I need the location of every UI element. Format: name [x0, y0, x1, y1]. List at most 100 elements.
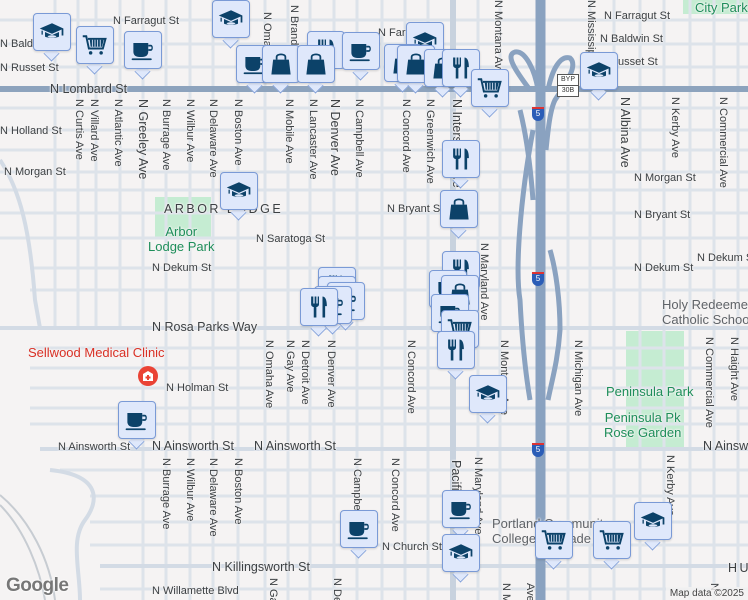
street-label: N Baldwin St — [600, 33, 663, 45]
street-label: N Ainsw — [703, 439, 748, 453]
street-label: N Denver — [331, 578, 343, 600]
marker-box — [124, 31, 162, 69]
shopping-marker[interactable] — [262, 45, 300, 94]
street-label: N Ainsworth St — [152, 439, 234, 453]
street-label: Pacific — [449, 460, 463, 497]
street-label: N Willamette Blvd — [152, 585, 239, 597]
grocery-marker[interactable] — [593, 521, 631, 570]
street-label: N Greeley Ave — [136, 99, 150, 180]
us-route-shield-icon: 30B — [557, 85, 579, 97]
street-label: N Wilbur Ave — [184, 458, 196, 522]
interstate-shield-icon: 5 — [532, 272, 544, 286]
grocery-marker[interactable] — [76, 26, 114, 75]
shopping-marker[interactable] — [297, 45, 335, 94]
school-icon — [448, 544, 473, 559]
street-label: N Concord Ave — [389, 458, 401, 532]
street-label: N Burrage Ave — [160, 99, 172, 171]
cafe-icon — [347, 522, 369, 540]
school-icon — [218, 10, 243, 25]
street-label: N Killingsworth St — [212, 560, 310, 574]
neighborhood-label: HU — [728, 561, 748, 575]
shopping-icon — [306, 53, 326, 75]
street-label: N Albina Ave — [618, 97, 632, 168]
grocery-icon — [599, 530, 624, 550]
school-marker[interactable] — [634, 502, 672, 551]
grocery-marker[interactable] — [471, 69, 509, 118]
park-label: City Park — [695, 0, 748, 15]
street-label: N Russet St — [0, 62, 59, 74]
cafe-icon — [131, 43, 153, 61]
school-marker[interactable] — [220, 172, 258, 221]
street-label: N Ma — [500, 583, 512, 600]
street-label: N Concord Ave — [400, 99, 412, 173]
street-label: Ave — [524, 583, 536, 600]
hospital-icon — [138, 366, 158, 386]
street-label: N Delaware Ave — [207, 99, 219, 178]
grocery-icon — [541, 530, 566, 550]
cafe-marker[interactable] — [342, 32, 380, 81]
street-label: N Commercial Ave — [717, 97, 729, 188]
street-label: N Villard Ave — [88, 99, 100, 162]
street-label: N Bryant St — [387, 203, 444, 215]
street-label: N Lombard St — [50, 82, 128, 96]
cafe-marker[interactable] — [442, 490, 480, 539]
school-marker[interactable] — [580, 52, 618, 101]
street-label: N Omaha Ave — [263, 340, 275, 409]
street-label: N — [708, 583, 720, 591]
street-label: N Dekum St — [634, 262, 694, 274]
street-label: N Campbell Ave — [353, 99, 365, 178]
restaurant-marker[interactable] — [300, 288, 338, 337]
street-label: N Morgan St — [634, 172, 696, 184]
marker-box — [580, 52, 618, 90]
marker-box — [342, 32, 380, 70]
marker-box — [471, 69, 509, 107]
street-label: N Commercial Ave — [703, 337, 715, 428]
shopping-icon — [271, 53, 291, 75]
street-label: N Curtis Ave — [73, 99, 85, 160]
shopping-icon — [449, 198, 469, 220]
street-label: N Lancaster Ave — [307, 99, 319, 180]
marker-box — [442, 490, 480, 528]
cafe-marker[interactable] — [118, 401, 156, 450]
restaurant-icon — [448, 339, 464, 361]
park-label: Arbor Lodge Park — [148, 224, 215, 254]
school-icon — [475, 385, 500, 400]
shopping-marker[interactable] — [440, 190, 478, 239]
street-label: N Dekum St — [152, 262, 212, 274]
cafe-marker[interactable] — [340, 510, 378, 559]
marker-box — [634, 502, 672, 540]
restaurant-marker[interactable] — [437, 331, 475, 380]
street-label: N Burrage Ave — [160, 458, 172, 530]
street-label: N Dekum S — [697, 252, 748, 264]
marker-box — [440, 190, 478, 228]
marker-box — [340, 510, 378, 548]
grocery-marker[interactable] — [535, 521, 573, 570]
marker-box — [593, 521, 631, 559]
school-marker[interactable] — [212, 0, 250, 49]
school-marker[interactable] — [33, 13, 71, 62]
street-label: N Ainsworth St — [58, 441, 131, 453]
hospital-marker[interactable] — [138, 366, 158, 390]
restaurant-marker[interactable] — [442, 140, 480, 189]
school-marker[interactable] — [442, 534, 480, 583]
street-label: usset St — [618, 56, 658, 68]
school-icon — [226, 182, 251, 197]
map-attribution[interactable]: Map data ©2025 — [665, 587, 748, 600]
cafe-icon — [349, 44, 371, 62]
street-label: N Denver Ave — [328, 99, 342, 176]
street-label: N Denver Ave — [325, 340, 337, 408]
street-label: N Saratoga St — [256, 233, 326, 245]
street-label: N Gay Ave — [284, 340, 296, 393]
street-label: N Atlantic Ave — [112, 99, 124, 167]
shopping-icon — [406, 53, 426, 75]
interstate-shield-icon: 5 — [532, 443, 544, 457]
school-marker[interactable] — [469, 375, 507, 424]
marker-box — [442, 140, 480, 178]
street-label: N Haight Ave — [728, 337, 740, 402]
street-label: N Holman St — [166, 382, 229, 394]
restaurant-icon — [311, 296, 327, 318]
park-label: Peninsula Pk Rose Garden — [604, 410, 682, 440]
street-label: N Rosa Parks Way — [152, 320, 258, 334]
cafe-marker[interactable] — [124, 31, 162, 80]
